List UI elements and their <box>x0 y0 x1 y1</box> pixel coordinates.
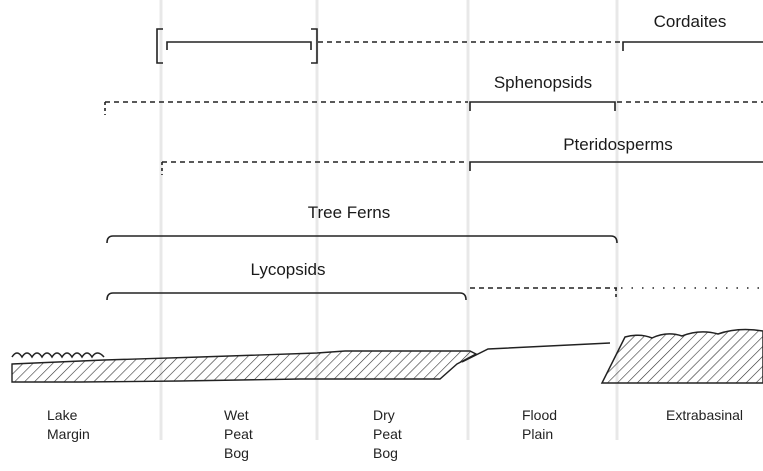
extrabasinal-upland <box>602 330 763 383</box>
env-dry-peat-bog-line3: Bog <box>373 445 398 461</box>
label-pteridosperms: Pteridosperms <box>563 135 673 154</box>
range-pteridosperms <box>162 162 763 175</box>
cordaites-solid-right <box>623 42 763 51</box>
range-sphenopsids <box>105 102 763 115</box>
env-dry-peat-bog-line1: Dry <box>373 407 395 423</box>
cordaites-solid-short <box>167 42 311 50</box>
env-extrabasinal: Extrabasinal <box>666 407 743 423</box>
environment-labels: Lake Margin Wet Peat Bog Dry Peat Bog Fl… <box>47 407 743 461</box>
env-extrabasinal-line1: Extrabasinal <box>666 407 743 423</box>
env-lake-margin: Lake Margin <box>47 407 90 442</box>
label-cordaites: Cordaites <box>654 12 727 31</box>
landscape-section <box>12 330 763 383</box>
label-tree-ferns: Tree Ferns <box>308 203 391 222</box>
env-wet-peat-bog-line1: Wet <box>224 407 249 423</box>
tree-ferns-solid <box>107 236 617 243</box>
env-wet-peat-bog: Wet Peat Bog <box>224 407 257 461</box>
lake-waves-icon <box>12 353 104 357</box>
env-lake-margin-line2: Margin <box>47 426 90 442</box>
range-tree-ferns <box>107 236 617 243</box>
label-lycopsids: Lycopsids <box>251 260 326 279</box>
flood-plain-surface <box>462 343 610 362</box>
env-flood-plain: Flood Plain <box>522 407 561 442</box>
env-dry-peat-bog: Dry Peat Bog <box>373 407 406 461</box>
range-cordaites <box>157 29 763 63</box>
env-wet-peat-bog-line2: Peat <box>224 426 253 442</box>
sphenopsids-solid <box>470 102 615 111</box>
env-wet-peat-bog-line3: Bog <box>224 445 249 461</box>
env-dry-peat-bog-line2: Peat <box>373 426 402 442</box>
range-lycopsids <box>107 288 763 300</box>
env-flood-plain-line2: Plain <box>522 426 553 442</box>
env-flood-plain-line1: Flood <box>522 407 557 423</box>
env-lake-margin-line1: Lake <box>47 407 78 423</box>
label-sphenopsids: Sphenopsids <box>494 73 592 92</box>
